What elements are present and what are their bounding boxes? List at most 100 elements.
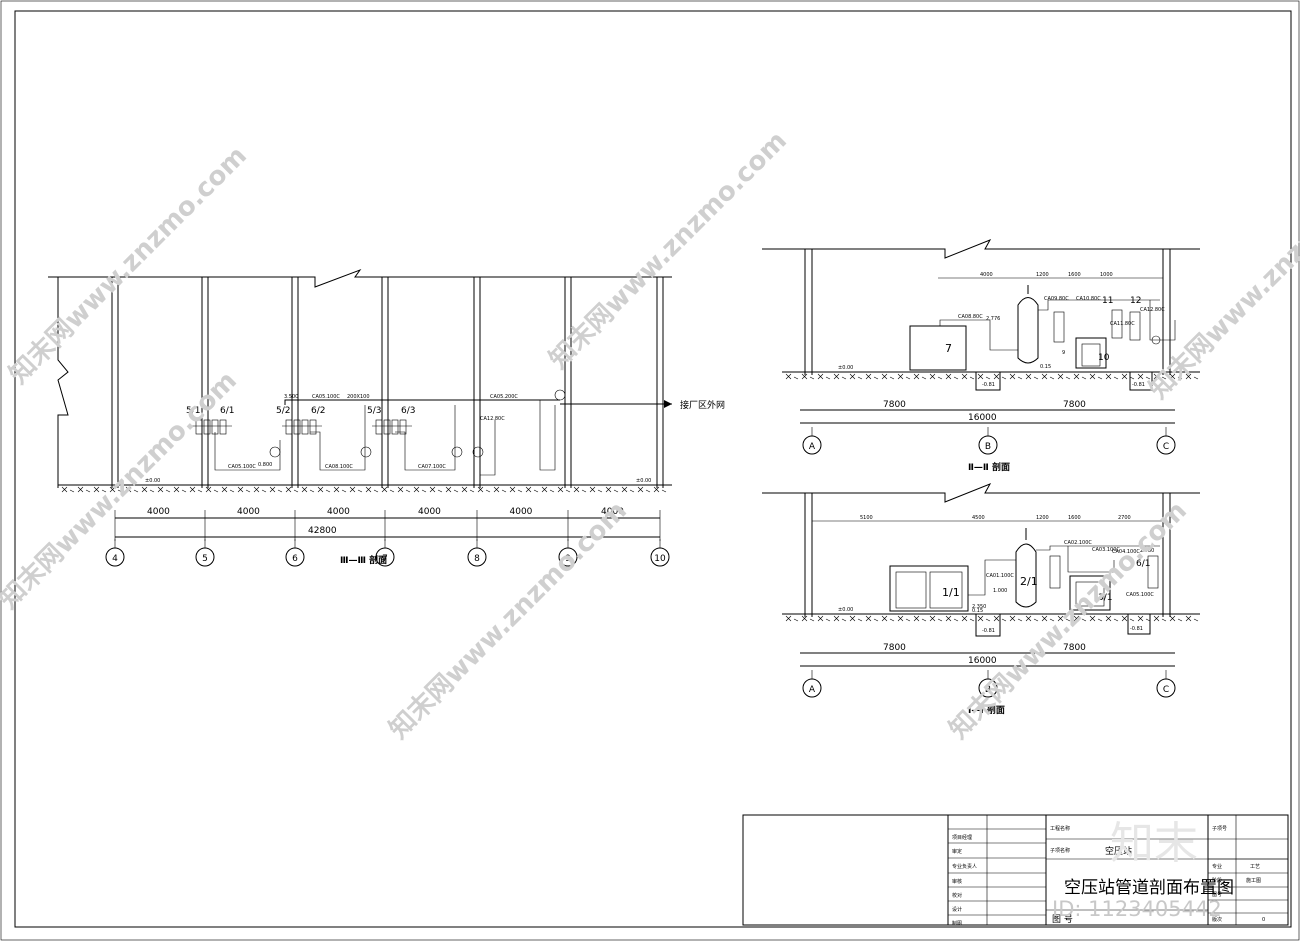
top-dim-2-2: 1600 [1068,272,1081,278]
hatch-mark [173,486,187,493]
hatch-mark [1089,615,1103,622]
pipe-label-1-6: 1.000 [993,588,1007,594]
hatch-mark [865,373,879,380]
watermark-5: 知末网www.znzmo.com [1144,156,1300,405]
top-dim-1-3: 1600 [1068,515,1081,521]
hatch-mark [993,373,1007,380]
hatch-mark [1185,615,1199,622]
section-title-1: Ⅰ—Ⅰ 剖面 [968,704,1005,716]
hatch-mark [1153,615,1167,622]
branch-pipe-3 [395,405,456,471]
span-1-1: 7800 [1063,643,1086,653]
equip-label-1-1: 1/1 [942,586,960,599]
hatch-mark [125,486,139,493]
hatch-mark [621,486,635,493]
grid-2-label-0: A [809,442,816,452]
grid-1-label-0: A [809,685,816,695]
watermark-4: 知末网www.znzmo.com [944,496,1193,745]
elev-label-0800: 0.800 [258,462,272,468]
tb-label-drawing-no: 图号 [1212,892,1222,898]
hatch-mark [509,486,523,493]
section-1-1: 5100 4500 1200 1600 2700 1/1 2/1 3/1 6/1… [762,483,1200,716]
top-dim-2-3: 1000 [1100,272,1113,278]
drawing-title: 空压站管道剖面布置图 [1064,878,1234,898]
filter-2b [1111,309,1123,339]
pipe-label-ca12-80c: CA12.80C [480,416,505,422]
filter-unit-2-1 [383,419,391,435]
top-dim-2-1: 1200 [1036,272,1049,278]
tb-label-discipline: 专业 [1212,863,1222,870]
roof-line-3 [48,268,672,288]
tb-left-label-0: 项目经理 [952,834,972,841]
tb-label-project: 工程名称 [1050,825,1070,832]
filter-2c [1129,311,1141,341]
level-2-2: -0.81 [1132,382,1145,388]
flow-meter-2a [1151,335,1161,345]
hatch-mark [1009,615,1023,622]
flow-meter-3 [451,446,463,458]
hatch-mark [333,486,347,493]
filter-unit-1-2 [301,419,309,435]
ground-hatch-2 [785,373,1199,380]
pipe-2c [1149,300,1176,341]
equip-label-10: 10 [1098,353,1110,363]
hatch-mark [429,486,443,493]
tb-left-label-1: 审定 [952,848,962,855]
equip-label-5-3: 5/3 [367,406,381,416]
tb-label-stage: 阶段 [1212,877,1222,884]
hatch-mark [205,486,219,493]
hatch-mark [141,486,155,493]
watermark-layer: 知末网www.znzmo.com 知末网www.znzmo.com 知末网www… [0,126,1300,745]
watermark-id: ID: 1123405442 [1052,897,1222,921]
hatch-mark [929,373,943,380]
trench-1a [975,614,1001,637]
hatch-mark [897,373,911,380]
hatch-mark [1089,373,1103,380]
pipe-label-2-1: CA09.80C [1044,296,1069,302]
hatch-mark [605,486,619,493]
tb-revision-value: 0 [1262,917,1265,923]
section-title-2: Ⅱ—Ⅱ 剖面 [968,461,1010,473]
hatch-mark [801,615,815,622]
level-1-0: ±0.00 [838,607,853,613]
hatch-mark [977,373,991,380]
equipment-7 [909,325,967,371]
pipe-label-ca05-100c-b: CA05.100C [228,464,256,470]
grid-3-label-2: 6 [292,554,298,564]
pipe-1b [1036,545,1160,551]
grid-3-label-4: 8 [474,554,480,564]
equipment-10 [1075,337,1107,369]
pipe-1c [1067,546,1115,573]
span-3-1: 4000 [237,507,260,517]
main-pipe-3 [284,399,560,405]
equip-label-6-2: 6/2 [311,406,325,416]
level-label-left: ±0.00 [145,478,160,484]
tb-left-label-5: 设计 [952,906,962,913]
hatch-mark [945,615,959,622]
grid-1-bubble-2 [1156,678,1176,698]
hatch-mark [381,486,395,493]
grid-2-label-2: C [1163,442,1169,452]
span-3-5: 4000 [601,507,624,517]
title-block-frame [742,814,1289,926]
pipe-label-ca07-100c: CA07.100C [418,464,446,470]
hatch-mark [365,486,379,493]
compressor-1-1-panel-b [929,571,963,609]
watermark-logo: 知末 [1110,818,1198,869]
hatch-mark [653,486,667,493]
section-title-3: Ⅲ—Ⅲ 剖面 [340,554,387,566]
tb-left-label-2: 专业负责人 [952,863,977,870]
outlet-arrow [664,400,672,408]
equip-label-12: 12 [1130,296,1141,306]
hatch-mark [993,615,1007,622]
grid-3-bubble-5 [558,547,578,567]
filter-2a [1053,311,1065,343]
dryer-3-1 [1069,575,1111,611]
span-3-3: 4000 [418,507,441,517]
pipe-label-1-1: CA02.100C [1064,540,1092,546]
